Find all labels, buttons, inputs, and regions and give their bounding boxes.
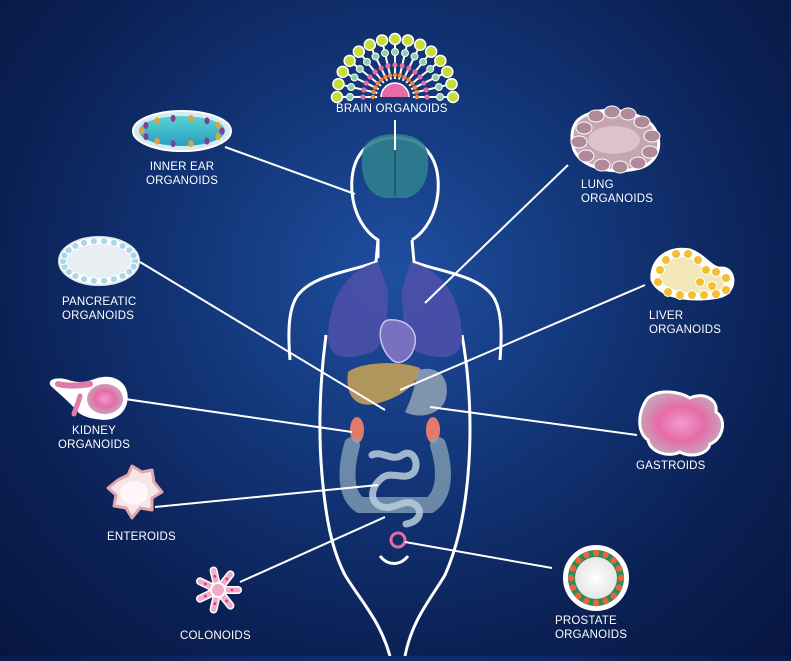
- label-liver-organoids: LIVER ORGANOIDS: [649, 309, 721, 337]
- label-inner-ear-line1: INNER EAR: [149, 161, 215, 173]
- label-kidney-organoids: KIDNEY ORGANOIDS: [58, 424, 130, 452]
- kidney-right-organ: [426, 417, 440, 443]
- kidney-organoid-icon: [49, 376, 128, 420]
- lung-organoid-icon: [570, 105, 661, 174]
- label-kidney-line1: KIDNEY: [72, 425, 117, 437]
- label-lung-line2: ORGANOIDS: [581, 193, 654, 205]
- stomach-organ: [405, 368, 447, 416]
- heart-organ: [379, 319, 417, 364]
- line-gastroids: [429, 406, 638, 436]
- liver-organ: [347, 363, 420, 405]
- line-prostate: [404, 541, 553, 569]
- label-gastroids: GASTROIDS: [636, 459, 706, 473]
- inner-ear-organoid-icon: [132, 110, 232, 152]
- label-enteroids-text: ENTEROIDS: [107, 531, 176, 543]
- line-enteroids: [154, 484, 379, 508]
- label-brain-text: BRAIN ORGANOIDS: [336, 103, 448, 115]
- torso-outline: [287, 239, 503, 361]
- label-prostate-line1: PROSTATE: [555, 615, 617, 627]
- label-pancreatic-line1: PANCREATIC: [62, 296, 137, 308]
- label-lung-organoids: LUNG ORGANOIDS: [581, 178, 653, 206]
- label-liver-line1: LIVER: [649, 310, 684, 322]
- line-pancreatic: [139, 261, 386, 411]
- colonoid-icon: [195, 566, 242, 614]
- label-liver-line2: ORGANOIDS: [649, 324, 722, 336]
- label-kidney-line2: ORGANOIDS: [58, 439, 131, 451]
- label-inner-ear-line2: ORGANOIDS: [146, 175, 219, 187]
- label-prostate-line2: ORGANOIDS: [555, 629, 628, 641]
- gastroid-icon: [638, 390, 725, 457]
- prostate-organ: [389, 531, 407, 549]
- line-kidney: [117, 397, 353, 433]
- lung-left-organ: [327, 262, 388, 358]
- kidney-left-organ: [350, 417, 364, 443]
- pancreatic-organoid-icon: [58, 236, 140, 286]
- connector-lines: [117, 120, 646, 583]
- line-inner-ear: [224, 146, 356, 195]
- human-body: [287, 134, 503, 657]
- label-inner-ear-organoids: INNER EAR ORGANOIDS: [146, 160, 218, 188]
- label-pancreatic-organoids: PANCREATIC ORGANOIDS: [62, 295, 136, 323]
- waist-left: [318, 334, 392, 657]
- label-gastroids-text: GASTROIDS: [636, 460, 706, 472]
- line-liver: [399, 284, 646, 391]
- label-lung-line1: LUNG: [581, 179, 614, 191]
- label-brain-organoids: BRAIN ORGANOIDS: [336, 102, 448, 116]
- line-lung: [424, 164, 569, 304]
- label-prostate-organoids: PROSTATE ORGANOIDS: [555, 614, 627, 642]
- prostate-organoid-icon: [563, 545, 629, 611]
- label-colonoids-text: COLONOIDS: [180, 630, 251, 642]
- label-pancreatic-line2: ORGANOIDS: [62, 310, 135, 322]
- waist-right: [403, 334, 472, 657]
- label-enteroids: ENTEROIDS: [107, 530, 176, 544]
- liver-organoid-icon: [650, 247, 735, 301]
- line-colonoids: [239, 516, 386, 583]
- crotch-line: [378, 554, 410, 565]
- label-colonoids: COLONOIDS: [180, 629, 251, 643]
- brain-organoid-icon: [330, 32, 460, 104]
- lung-right-organ: [402, 262, 463, 358]
- enteroid-icon: [106, 464, 164, 520]
- small-intestine-organ: [368, 449, 423, 528]
